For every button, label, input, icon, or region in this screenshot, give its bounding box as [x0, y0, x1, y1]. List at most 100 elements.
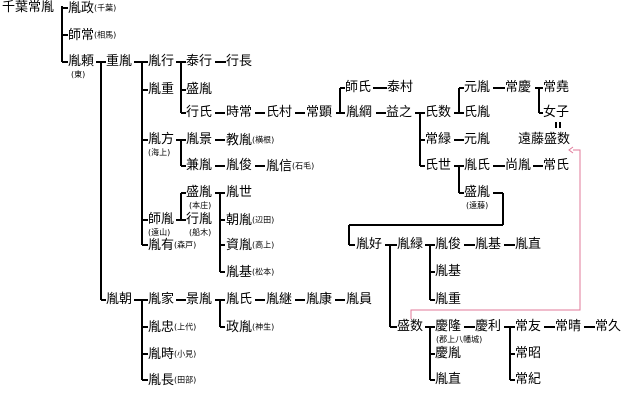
node-morikazu: 盛数	[397, 319, 424, 334]
node-note: (高上)	[252, 240, 275, 250]
node-masatane: 政胤(神生)	[226, 319, 274, 336]
node-name: 胤信	[266, 159, 293, 174]
note-yukitane: (船木)	[189, 228, 212, 237]
node-tsuneaki-2: 常昭	[515, 346, 542, 361]
node-joshi: 女子	[543, 105, 570, 120]
node-tanemoto-3: 胤基	[435, 264, 462, 279]
node-yoshitoshi: 慶利	[475, 319, 502, 334]
node-tanekazu: 胤員	[346, 292, 373, 307]
node-note: (辺田)	[252, 215, 275, 225]
note-moritane-honjo: (本庄)	[189, 201, 212, 210]
node-moritane-endo: 盛胤	[464, 185, 491, 200]
node-tanetsuna: 胤綱	[346, 105, 373, 120]
note-moritane-endo: (遠藤)	[466, 201, 489, 210]
node-tanenori: 胤緑	[397, 237, 424, 252]
node-mototane-2: 元胤	[464, 132, 491, 147]
node-name: 政胤	[226, 320, 253, 335]
node-tanemasa: 胤政(千葉)	[68, 0, 116, 17]
node-name: 胤基	[226, 265, 253, 280]
node-tsuneharu: 常晴	[555, 319, 582, 334]
node-tanetoki: 胤時(小見)	[148, 346, 196, 363]
node-tsunenori: 常紀	[515, 372, 542, 387]
node-morotane: 師胤	[148, 212, 175, 227]
node-taneyuki: 胤行	[148, 54, 175, 69]
node-tsuneaki: 常顕	[306, 105, 333, 120]
node-tsunehisa: 常久	[595, 319, 622, 334]
node-name: 胤忠	[148, 320, 175, 335]
note-yoshitaka: (郡上八幡城)	[436, 335, 483, 344]
node-tanetoshi: 胤俊	[226, 158, 253, 173]
node-note: (神生)	[252, 322, 275, 332]
node-tsuneyori: 常堯	[543, 80, 570, 95]
node-note: (横根)	[252, 135, 275, 145]
node-name: 教胤	[226, 133, 253, 148]
node-hisatane: 尚胤	[505, 158, 532, 173]
node-ujitane: 氏胤	[464, 105, 491, 120]
node-kagetane: 景胤	[186, 292, 213, 307]
node-ujikazu: 氏数	[425, 105, 452, 120]
node-taneyo: 胤世	[226, 185, 253, 200]
node-taneuji: 胤氏	[226, 292, 253, 307]
node-yukitane: 行胤	[186, 212, 213, 227]
node-noritane: 教胤(横根)	[226, 132, 274, 149]
node-tanenaga: 胤長(田部)	[148, 372, 196, 389]
node-taneshige-2: 胤重	[435, 292, 462, 307]
node-tanemoto-2: 胤基	[475, 237, 502, 252]
node-tsunetomo: 常友	[515, 319, 542, 334]
node-note: (田部)	[174, 375, 197, 385]
node-tsuneroku: 常緑	[425, 132, 452, 147]
node-ujimura: 氏村	[266, 105, 293, 120]
node-taneshige: 胤重	[148, 82, 175, 97]
node-yukiuji: 行氏	[186, 105, 213, 120]
node-suketane: 資胤(高上)	[226, 237, 274, 254]
node-name: 朝胤	[226, 213, 253, 228]
node-note: (小見)	[174, 349, 197, 359]
node-ujiyo: 氏世	[425, 158, 452, 173]
node-taneyoshi: 胤好	[356, 237, 383, 252]
node-name: 胤有	[148, 238, 175, 253]
node-tanenao-2: 胤直	[435, 372, 462, 387]
node-tanekata: 胤方	[148, 132, 175, 147]
node-tanetomo: 胤朝	[106, 292, 133, 307]
node-tanenobu: 胤信(石毛)	[266, 158, 314, 175]
node-tsuneyoshi: 常慶	[505, 80, 532, 95]
node-name: 胤長	[148, 373, 175, 388]
node-note: (石毛)	[292, 161, 315, 171]
node-name: 胤政	[68, 1, 95, 16]
node-taneuji-2: 胤氏	[464, 158, 491, 173]
node-yasumura: 泰村	[387, 80, 414, 95]
node-tanekage: 胤景	[186, 132, 213, 147]
node-tomotane: 朝胤(辺田)	[226, 212, 274, 229]
node-tokitsune: 時常	[226, 105, 253, 120]
node-masuyuki: 益之	[386, 105, 413, 120]
node-yoshitaka: 慶隆	[435, 319, 462, 334]
node-tanetsugu: 胤継	[266, 292, 293, 307]
node-tanetada: 胤忠(上代)	[148, 319, 196, 336]
node-moritane: 盛胤	[186, 82, 213, 97]
note-morotane: (遠山)	[148, 228, 171, 237]
node-endo-morikazu: 遠藤盛数	[518, 132, 571, 147]
node-yasuyuki: 泰行	[186, 54, 213, 69]
node-chiba-tsunetane: 千葉常胤	[2, 0, 55, 15]
node-note: (松本)	[252, 267, 275, 277]
node-note: (千葉)	[94, 3, 117, 13]
node-moritane-honjo: 盛胤	[186, 185, 213, 200]
node-mototane: 元胤	[464, 80, 491, 95]
note-tanekata: (海上)	[148, 148, 171, 157]
node-shigetane: 重胤	[106, 54, 133, 69]
note-taneyori: (東)	[71, 70, 86, 79]
node-tanehiro: 胤康	[306, 292, 333, 307]
node-moroji: 師氏	[345, 80, 372, 95]
node-note: (上代)	[174, 322, 197, 332]
node-tanemoto: 胤基(松本)	[226, 264, 274, 281]
node-kentane: 兼胤	[186, 158, 213, 173]
node-taneyori: 胤頼	[68, 54, 95, 69]
node-morotsune: 師常(相馬)	[68, 27, 116, 44]
node-tanetoshi-2: 胤俊	[435, 237, 462, 252]
node-name: 胤時	[148, 347, 175, 362]
node-yukinaga: 行長	[226, 54, 253, 69]
node-name: 資胤	[226, 238, 253, 253]
node-name: 師常	[68, 28, 95, 43]
